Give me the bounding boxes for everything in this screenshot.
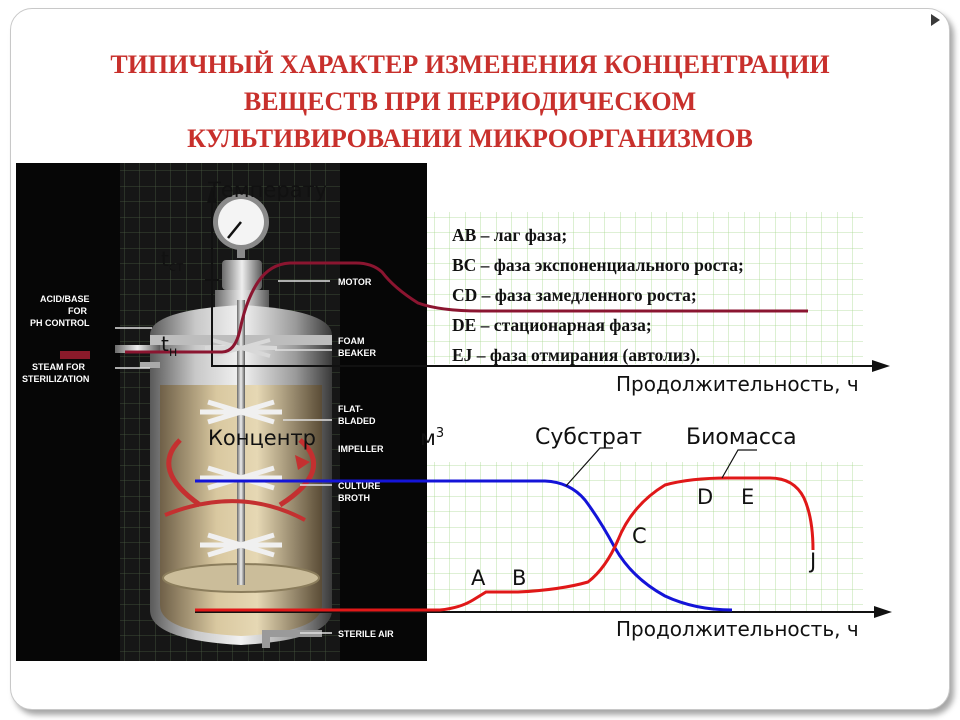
- photo-label-broth: BROTH: [338, 493, 370, 503]
- photo-label-sterilization: STERILIZATION: [22, 374, 89, 384]
- temperature-curve: [125, 261, 808, 354]
- tick-t-n: tн: [161, 332, 177, 360]
- legend-item-cd: CD – фаза замедленного роста;: [452, 285, 697, 305]
- photo-label-beaker: BEAKER: [338, 348, 377, 358]
- point-e-label: E: [741, 485, 755, 509]
- photo-label-foam: FOAM: [338, 336, 365, 346]
- photo-label-steam-for: STEAM FOR: [32, 362, 85, 372]
- slide-title: ТИПИЧНЫЙ ХАРАКТЕР ИЗМЕНЕНИЯ КОНЦЕНТРАЦИИ…: [20, 46, 920, 157]
- title-line-1: ТИПИЧНЫЙ ХАРАКТЕР ИЗМЕНЕНИЯ КОНЦЕНТРАЦИИ: [110, 50, 830, 79]
- bottom-chart-xlabel: Продолжительность, ч: [616, 617, 859, 641]
- biomass-curve: [195, 476, 815, 612]
- photo-label-ph-control: PH CONTROL: [30, 318, 90, 328]
- photo-label-flat: FLAT-: [338, 404, 363, 414]
- title-line-2: ВЕЩЕСТВ ПРИ ПЕРИОДИЧЕСКОМ: [243, 87, 697, 116]
- bottom-chart-ylabel-prefix: Концентр: [208, 426, 316, 450]
- fermenter-photo: MOTOR FOAM BEAKER ACID/BASE FOR PH CONTR…: [16, 163, 427, 661]
- photo-label-sterile-air: STERILE AIR: [338, 629, 394, 639]
- tick-t-n-sub: н: [168, 345, 178, 360]
- photo-label-culture: CULTURE: [338, 481, 380, 491]
- tick-t-st-sub: ст: [168, 260, 184, 275]
- photo-label-acid-base: ACID/BASE: [40, 294, 90, 304]
- point-c-label: C: [632, 524, 647, 548]
- top-chart-ylabel: Температу: [208, 178, 328, 202]
- point-j-label: J: [810, 549, 817, 573]
- bottom-chart-ylabel-unit: м3: [420, 426, 444, 450]
- bottom-chart-ylabel-suffix: м: [420, 426, 436, 450]
- top-chart-xlabel: Продолжительность, ч: [616, 372, 859, 396]
- tick-t-st: tст: [161, 247, 184, 275]
- legend-item-bc: ВС – фаза экспоненциального роста;: [452, 255, 744, 275]
- substrate-label: Субстрат: [535, 425, 643, 450]
- tick-t-st-main: t: [161, 247, 169, 271]
- photo-label-motor: MOTOR: [338, 277, 372, 287]
- legend-item-ab: АВ – лаг фаза;: [452, 225, 568, 245]
- phase-legend: АВ – лаг фаза; ВС – фаза экспоненциально…: [452, 220, 744, 370]
- point-a-label: A: [471, 566, 486, 590]
- photo-label-bladed: BLADED: [338, 416, 376, 426]
- tick-t-n-main: t: [161, 332, 169, 356]
- bottom-chart-ylabel-sup: 3: [435, 426, 445, 441]
- biomass-label: Биомасса: [686, 425, 797, 450]
- legend-item-ej: EJ – фаза отмирания (автолиз).: [452, 345, 701, 365]
- slide-nav-arrow-icon: [931, 14, 940, 26]
- photo-label-impeller: IMPELLER: [338, 444, 384, 454]
- point-b-label: B: [512, 566, 527, 590]
- photo-label-for: FOR: [68, 306, 87, 316]
- point-d-label: D: [697, 485, 714, 509]
- title-line-3: КУЛЬТИВИРОВАНИИ МИКРООРГАНИЗМОВ: [187, 124, 753, 153]
- legend-item-de: DE – стационарная фаза;: [452, 315, 652, 335]
